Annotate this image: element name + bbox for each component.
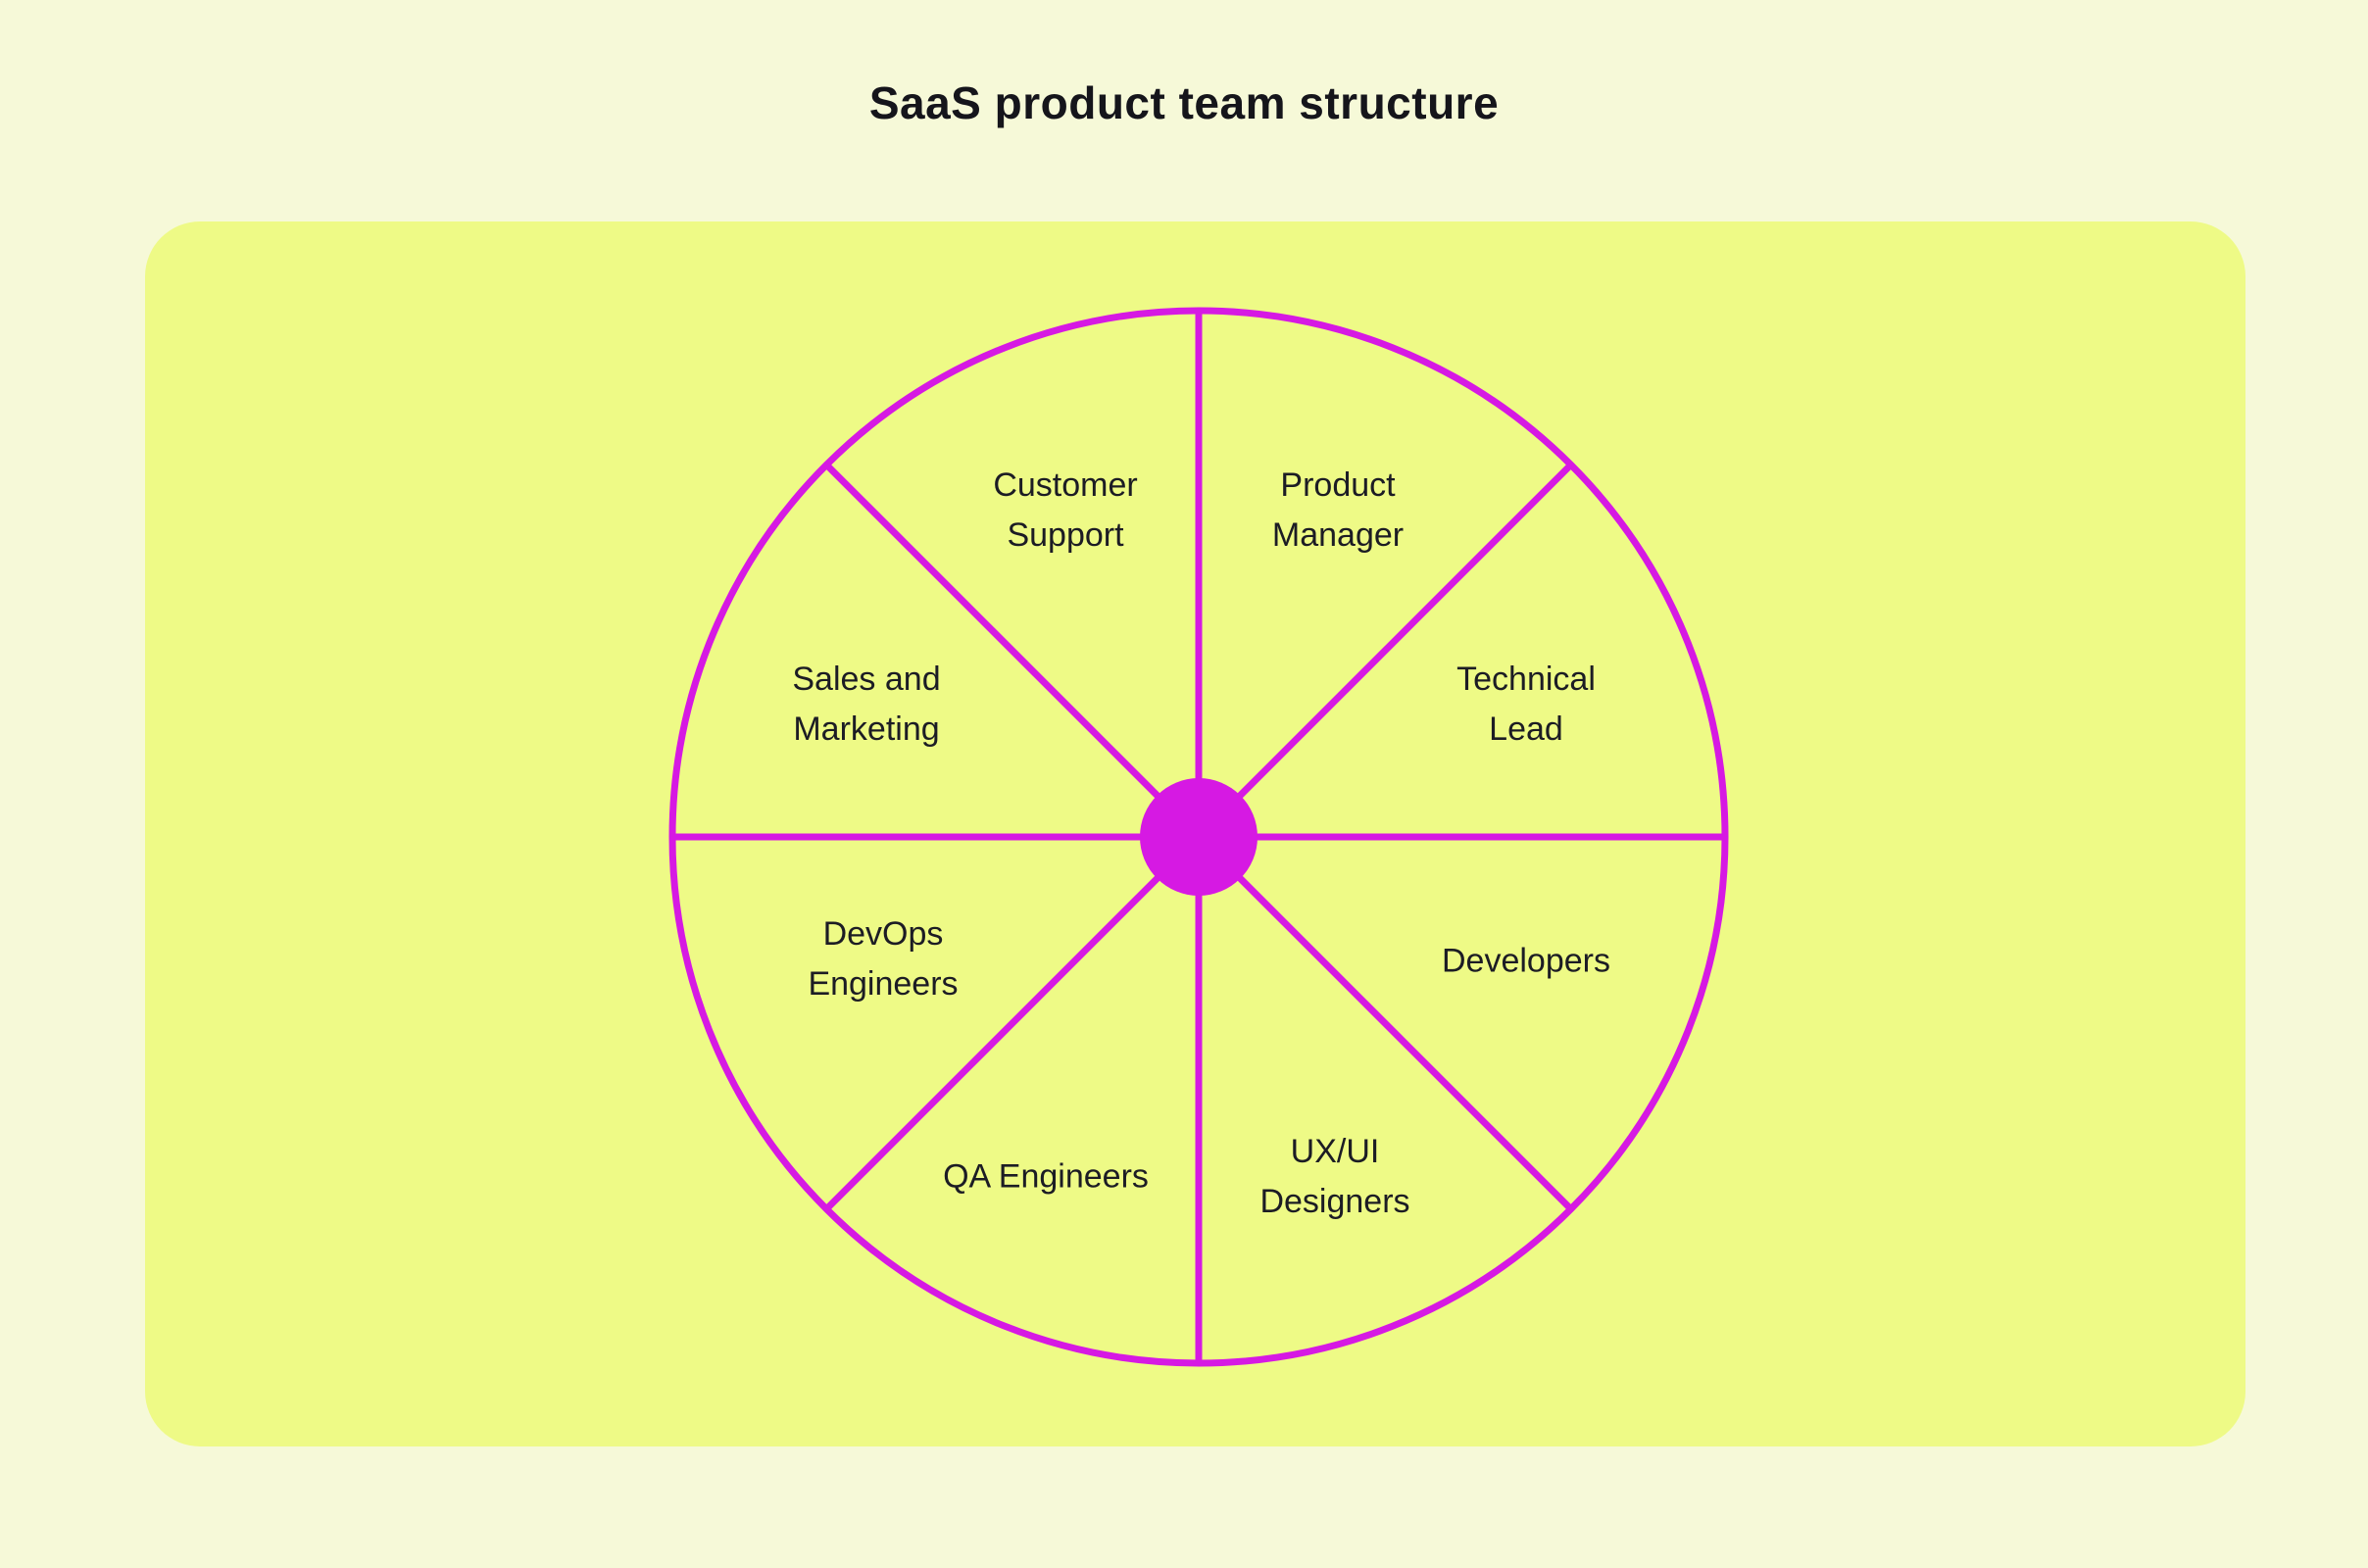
wheel-segment-label-technical-lead: Technical Lead bbox=[1456, 661, 1596, 748]
wheel-segment-label-devops-engineers: DevOps Engineers bbox=[808, 915, 959, 1003]
wheel-segment-label-developers: Developers bbox=[1442, 942, 1610, 980]
wheel-segment-label-qa-engineers: QA Engineers bbox=[943, 1157, 1149, 1196]
diagram-panel bbox=[145, 221, 2245, 1446]
wheel-segment-label-uxui-designers: UX/UI Designers bbox=[1259, 1133, 1410, 1220]
wheel-segment-label-customer-support: Customer Support bbox=[993, 466, 1138, 554]
wheel-segment-label-sales-marketing: Sales and Marketing bbox=[792, 661, 941, 748]
wheel-segment-label-product-manager: Product Manager bbox=[1271, 466, 1405, 554]
page-title: SaaS product team structure bbox=[868, 77, 1500, 128]
